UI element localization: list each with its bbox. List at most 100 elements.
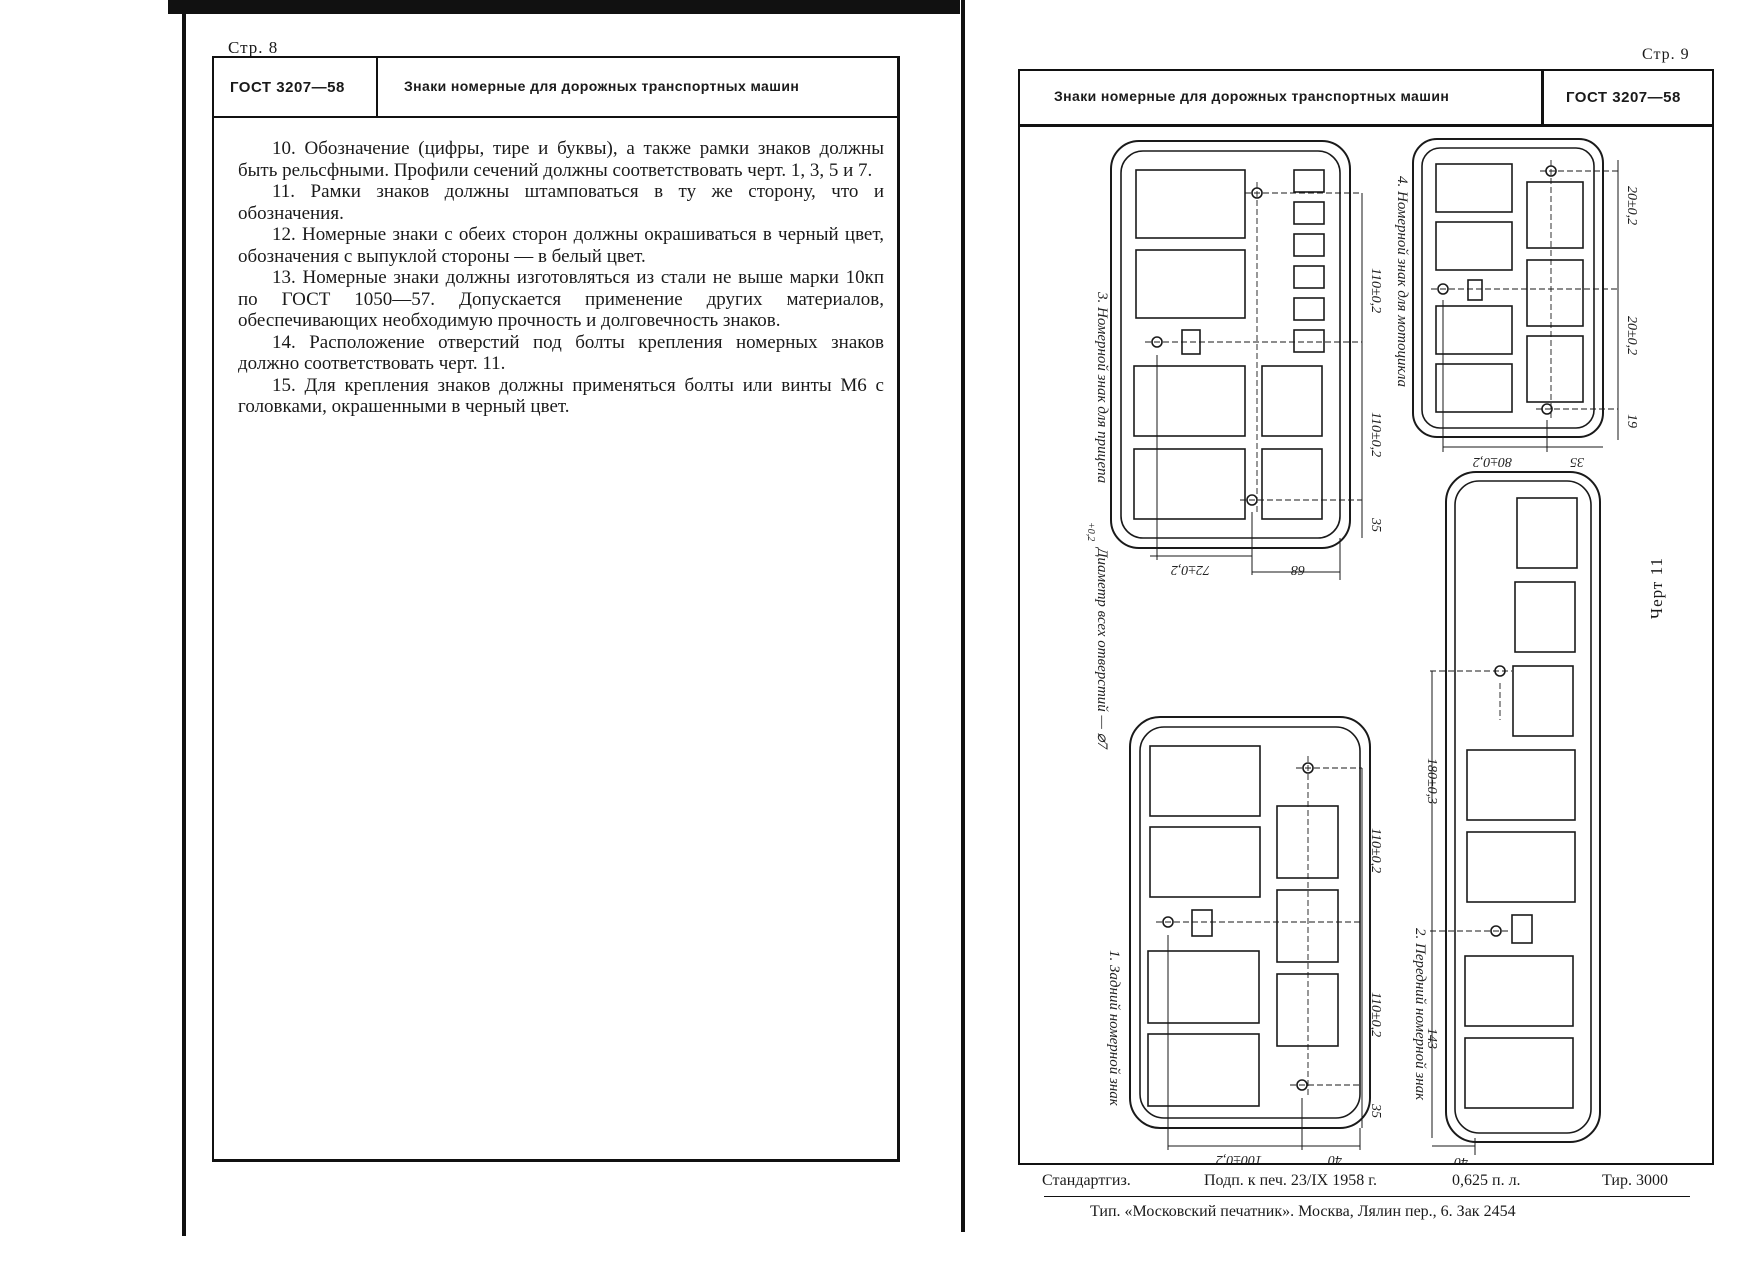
right-page-frame [1018, 69, 1714, 1165]
right-page-header: Знаки номерные для дорожных транспортных… [1018, 69, 1714, 127]
trailer-dim-68: 68 [1291, 562, 1305, 577]
moto-dim-lower: 20±0,2 [1624, 316, 1639, 355]
right-header-gost: ГОСТ 3207—58 [1566, 89, 1681, 106]
hole-diameter-tolerance: +0,2 [1085, 522, 1096, 541]
technical-drawing: 110±0,2 110±0,2 35 72±0,2 68 3. Номерной… [1085, 138, 1666, 1163]
right-page-number: Стр. 9 [1642, 46, 1690, 63]
bolt-hole [1302, 762, 1314, 774]
rear-dim-lower: 110±0,2 [1368, 992, 1383, 1037]
front-cell [1464, 955, 1574, 1027]
trailer-cell [1135, 249, 1246, 319]
rear-cell [1149, 826, 1261, 898]
left-page-frame [212, 56, 900, 1162]
footer-publisher: Стандартгиз. [1042, 1172, 1131, 1189]
right-header-title: Знаки номерные для дорожных транспортных… [1054, 88, 1450, 104]
trailer-dim-upper: 110±0,2 [1368, 268, 1383, 313]
trailer-cell [1293, 201, 1325, 225]
trailer-cell [1293, 329, 1325, 353]
bolt-hole [1162, 916, 1174, 928]
body-text: 10. Обозначение (цифры, тире и буквы), а… [238, 138, 884, 418]
trailer-cell [1133, 365, 1246, 437]
paragraph-11: 11. Рамки знаков должны штамповаться в т… [238, 181, 884, 224]
front-dim-180: 180±0,3 [1424, 758, 1439, 804]
left-header-title: Знаки номерные для дорожных транспортных… [404, 78, 800, 94]
footer-sheets: 0,625 п. л. [1452, 1172, 1521, 1189]
trailer-cell [1261, 365, 1323, 437]
rear-lamp [1191, 909, 1213, 937]
rear-cell [1276, 973, 1339, 1047]
moto-cell [1435, 305, 1513, 355]
front-cell [1466, 749, 1576, 821]
trailer-dim-35: 35 [1368, 517, 1383, 532]
rear-cell [1276, 805, 1339, 879]
bolt-hole [1437, 283, 1449, 295]
top-edge-line [168, 0, 960, 14]
paragraph-13: 13. Номерные знаки должны изготовляться … [238, 267, 884, 331]
trailer-dim-lower: 110±0,2 [1368, 412, 1383, 457]
left-page-header: ГОСТ 3207—58 Знаки номерные для дорожных… [212, 56, 900, 118]
trailer-cell [1293, 265, 1325, 289]
moto-cell [1435, 221, 1513, 271]
moto-cell [1435, 363, 1513, 413]
rear-dim-width: 100±0,2 [1216, 1152, 1262, 1163]
trailer-cell [1133, 448, 1246, 520]
moto-cell [1526, 181, 1584, 249]
left-header-separator [376, 56, 378, 116]
trailer-cell [1135, 169, 1246, 239]
motorcycle-plate [1412, 138, 1619, 452]
moto-dim-19: 19 [1624, 414, 1639, 428]
rear-cell [1276, 889, 1339, 963]
trailer-plate [1110, 140, 1363, 580]
front-label: 2. Передний номерной знак [1412, 928, 1428, 1101]
right-header-separator [1541, 69, 1544, 125]
bolt-hole [1490, 925, 1502, 937]
bolt-hole [1296, 1079, 1308, 1091]
rear-plate [1129, 716, 1371, 1150]
rear-label: 1. Задний номерной знак [1106, 950, 1122, 1107]
moto-cell [1526, 259, 1584, 327]
bolt-hole [1151, 336, 1163, 348]
hole-diameter-note: Диаметр всех отверстий — ⌀7 [1094, 546, 1110, 751]
paragraph-15: 15. Для крепления знаков должны применят… [238, 374, 884, 418]
front-cell [1516, 497, 1578, 569]
center-gutter-line [961, 0, 965, 1232]
footer-printer: Тип. «Московский печатник». Москва, Ляли… [1090, 1203, 1516, 1220]
rear-cell [1147, 1033, 1260, 1107]
front-dim-143: 143 [1424, 1028, 1439, 1049]
rear-dim-40: 40 [1328, 1152, 1342, 1163]
trailer-cell [1261, 448, 1323, 520]
trailer-cell [1293, 169, 1325, 193]
trailer-cell [1293, 297, 1325, 321]
front-lamp [1511, 914, 1533, 944]
front-plate [1430, 471, 1601, 1155]
left-page-number: Стр. 8 [228, 38, 279, 57]
footer-rule [1044, 1196, 1690, 1197]
footer-print-run: Тир. 3000 [1602, 1172, 1668, 1189]
moto-label: 4. Номерной знак для мотоцикла [1394, 176, 1410, 387]
rear-cell [1149, 745, 1261, 817]
front-dim-40: 40 [1454, 1154, 1468, 1163]
moto-dim-upper: 20±0,2 [1624, 186, 1639, 225]
trailer-dim-width: 72±0,2 [1171, 562, 1210, 577]
rear-dim-35: 35 [1368, 1103, 1383, 1118]
left-header-gost: ГОСТ 3207—58 [230, 79, 345, 96]
footer-signed: Подп. к печ. 23/IX 1958 г. [1204, 1172, 1377, 1189]
rear-cell [1147, 950, 1260, 1024]
moto-cell [1435, 163, 1513, 213]
front-cell [1512, 665, 1574, 737]
rear-dim-upper: 110±0,2 [1368, 828, 1383, 873]
front-cell [1464, 1037, 1574, 1109]
moto-dim-35: 35 [1570, 454, 1585, 469]
paragraph-10: 10. Обозначение (цифры, тире и буквы), а… [238, 138, 884, 181]
moto-cell [1526, 335, 1584, 403]
trailer-label: 3. Номерной знак для прицепа [1094, 291, 1110, 483]
trailer-cell [1293, 233, 1325, 257]
front-cell [1466, 831, 1576, 903]
paragraph-12: 12. Номерные знаки с обеих сторон должны… [238, 224, 884, 267]
moto-dim-width: 80±0,2 [1473, 454, 1512, 469]
moto-lamp [1467, 279, 1483, 301]
drawing-caption: Черт 11 [1647, 557, 1666, 619]
left-spine-line [182, 0, 186, 1236]
front-cell [1514, 581, 1576, 653]
paragraph-14: 14. Расположение отверстий под болты кре… [238, 331, 884, 375]
